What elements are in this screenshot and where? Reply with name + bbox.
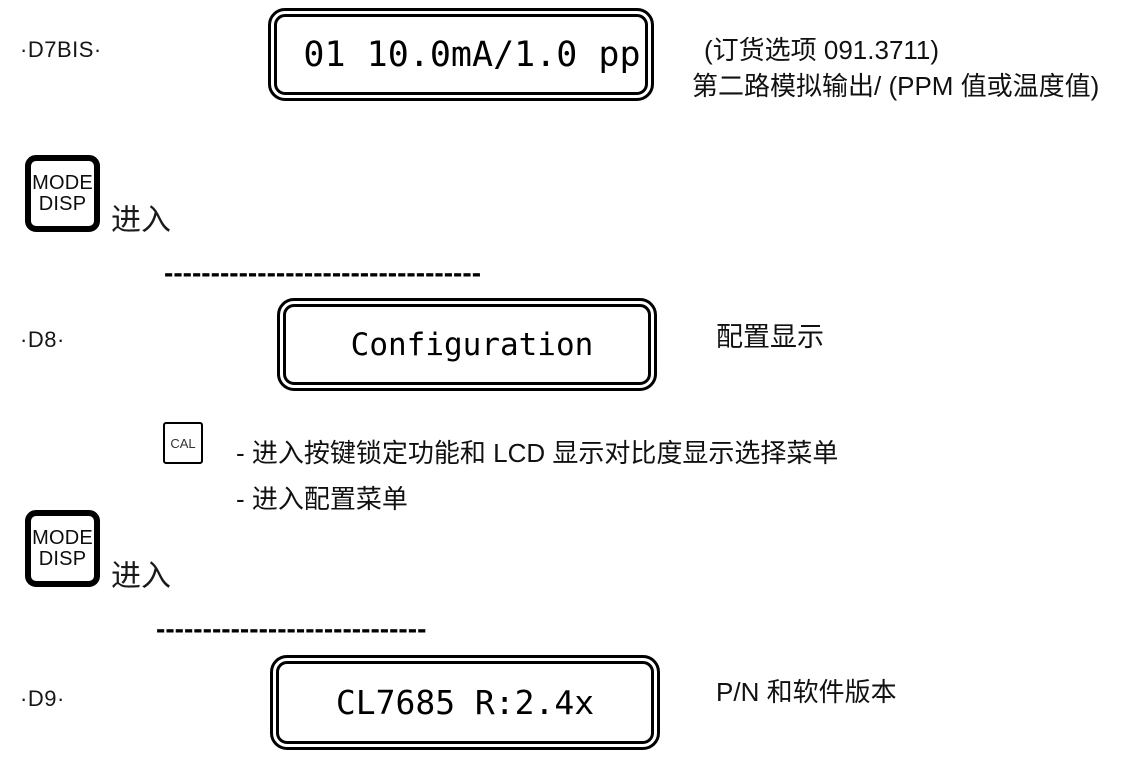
lcd-text-d9: CL7685 R:2.4x (276, 661, 654, 744)
d9-note: P/N 和软件版本 (716, 677, 897, 707)
mode-disp-button-2: MODE DISP (25, 510, 100, 587)
d7bis-note-line2: 第二路模拟输出/ (PPM 值或温度值) (692, 71, 1100, 101)
enter-caption-2: 进入 (111, 560, 171, 593)
cal-button-label: CAL (170, 435, 196, 451)
lcd-display-d7bis: 01 10.0mA/1.0 pp (268, 8, 654, 101)
lcd-display-d9: CL7685 R:2.4x (270, 655, 660, 750)
divider-line-2: ----------------------------- (156, 613, 427, 644)
lcd-text-d7bis: 01 10.0mA/1.0 pp (274, 14, 648, 95)
cal-button: CAL (163, 422, 203, 464)
mode-disp-button-1-line2: DISP (38, 192, 87, 215)
d7bis-note-line1: (订货选项 091.3711) (704, 35, 940, 65)
step-label-d7bis: ·D7BIS· (20, 37, 102, 62)
lcd-display-d8: Configuration (277, 298, 657, 391)
mode-disp-button-2-line2: DISP (38, 547, 87, 570)
enter-caption-1: 进入 (111, 204, 171, 237)
cal-note-line1: - 进入按键锁定功能和 LCD 显示对比度显示选择菜单 (236, 438, 839, 468)
mode-disp-button-1-line1: MODE (32, 171, 93, 194)
step-label-d9: ·D9· (20, 686, 65, 711)
mode-disp-button-2-line1: MODE (32, 526, 93, 549)
lcd-text-d8: Configuration (283, 304, 651, 385)
mode-disp-button-1: MODE DISP (25, 155, 100, 232)
divider-line-1: ---------------------------------- (164, 257, 482, 288)
cal-note-line2: - 进入配置菜单 (236, 484, 408, 514)
d8-note: 配置显示 (716, 322, 824, 352)
step-label-d8: ·D8· (20, 327, 65, 352)
